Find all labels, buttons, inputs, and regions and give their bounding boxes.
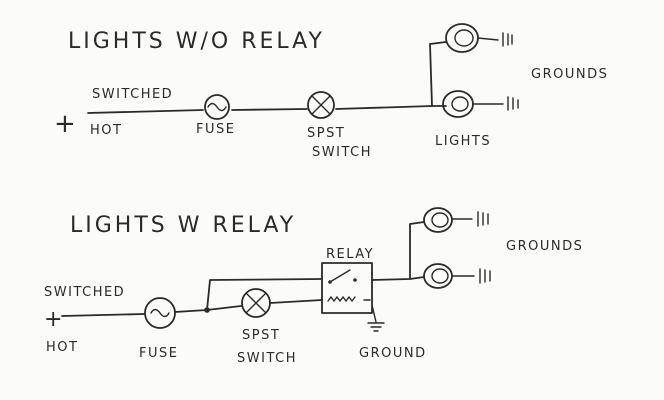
bottom-light-2-icon <box>423 263 491 289</box>
relay-label: RELAY <box>326 247 374 262</box>
diagram-with-relay: LIGHTS W RELAY SWITCHED + HOT FUSE SPST … <box>44 207 583 366</box>
top-lights-label: LIGHTS <box>435 134 491 149</box>
diagram-without-relay: LIGHTS W/O RELAY + SWITCHED HOT FUSE SPS… <box>54 23 608 160</box>
relay-ground-label: GROUND <box>359 346 427 361</box>
top-switch-label: SWITCH <box>312 145 372 160</box>
top-grounds-label: GROUNDS <box>531 67 608 82</box>
bottom-hot-label: HOT <box>46 340 78 355</box>
relay-ground-symbol <box>367 304 385 332</box>
bottom-switched-label: SWITCHED <box>44 285 125 300</box>
top-hot-label: HOT <box>90 123 122 138</box>
bottom-plus-sign: + <box>44 307 62 332</box>
top-fuse-symbol <box>204 94 230 120</box>
top-plus-sign: + <box>54 109 76 139</box>
bottom-switch-label: SWITCH <box>237 351 297 366</box>
bottom-fuse-symbol <box>144 297 176 329</box>
bottom-fuse-label: FUSE <box>139 346 178 361</box>
bottom-grounds-label: GROUNDS <box>506 239 583 254</box>
relay-symbol <box>321 262 373 314</box>
top-switched-label: SWITCHED <box>92 87 173 102</box>
top-fuse-label: FUSE <box>196 122 235 137</box>
top-spst-label: SPST <box>307 126 345 141</box>
top-lights-branch <box>429 41 447 107</box>
bottom-lights-branch <box>371 221 425 281</box>
bottom-spst-switch-symbol <box>241 288 271 318</box>
bottom-light-1-icon <box>423 207 489 233</box>
top-spst-switch-symbol <box>307 91 335 119</box>
top-light-1-icon <box>445 23 513 53</box>
top-light-2-icon <box>442 90 519 118</box>
top-supply-wire <box>87 105 433 114</box>
top-title: LIGHTS W/O RELAY <box>68 29 325 54</box>
bottom-supply-wire <box>61 299 323 317</box>
bottom-spst-label: SPST <box>242 328 280 343</box>
bottom-title: LIGHTS W RELAY <box>70 213 296 238</box>
bottom-relay-feed-wire <box>206 278 323 311</box>
